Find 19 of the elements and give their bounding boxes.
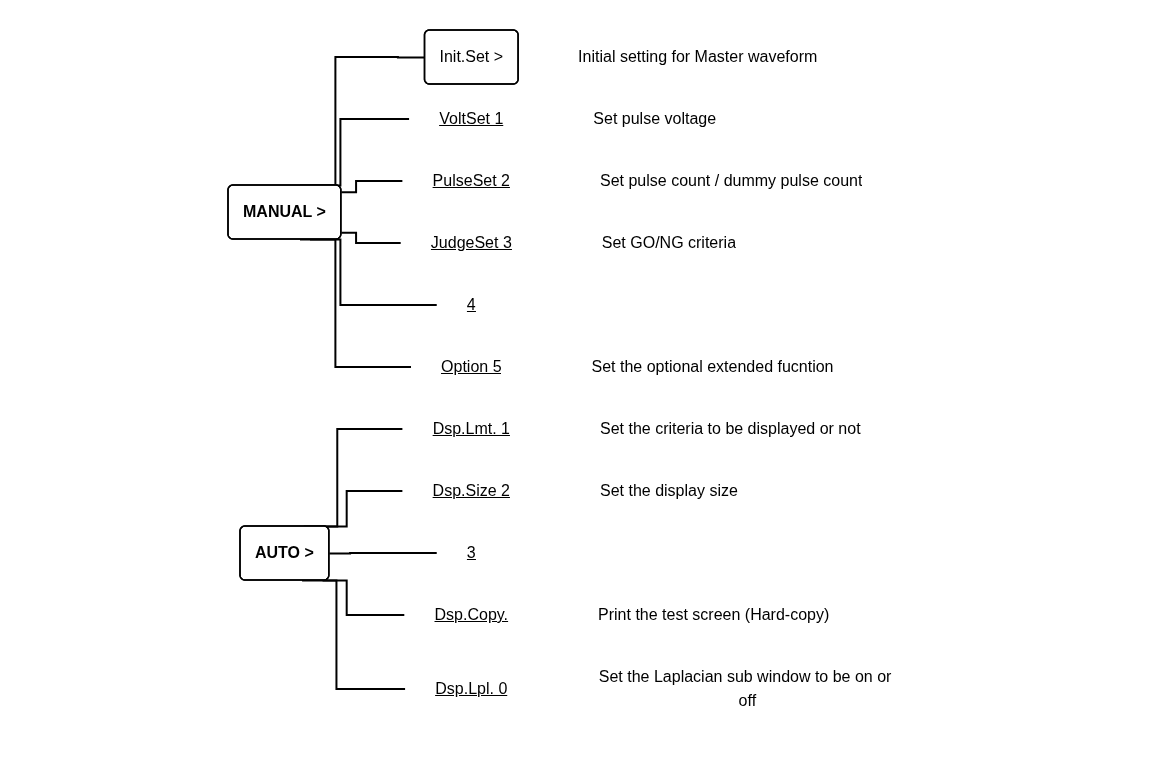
node-text: PulseSet 2 bbox=[432, 172, 511, 189]
node-label: Set the criteria to be displayed or not bbox=[600, 420, 861, 437]
node-label: Set pulse count / dummy pulse count bbox=[600, 172, 863, 189]
node-text: Dsp.Copy. bbox=[434, 606, 509, 623]
node-text: Dsp.Size 2 bbox=[432, 482, 511, 499]
node-label: Set the Laplacian sub window to be on or off bbox=[599, 668, 892, 709]
node-text: 3 bbox=[467, 544, 477, 561]
node-label: Set pulse voltage bbox=[593, 110, 717, 127]
node-label: Set the optional extended fucntion bbox=[591, 358, 834, 375]
node-text: JudgeSet 3 bbox=[431, 234, 513, 251]
node-label: Set the display size bbox=[600, 482, 739, 499]
node-text: Dsp.Lpl. 0 bbox=[435, 680, 508, 697]
node-label: Print the test screen (Hard-copy) bbox=[598, 606, 830, 623]
node-label: Set GO/NG criteria bbox=[602, 234, 737, 251]
node-label: Initial setting for Master waveform bbox=[578, 48, 818, 65]
node-text: 4 bbox=[467, 296, 477, 313]
node-text: Option 5 bbox=[441, 358, 502, 375]
node-text: Dsp.Lmt. 1 bbox=[432, 420, 511, 437]
node-text: VoltSet 1 bbox=[439, 110, 504, 127]
